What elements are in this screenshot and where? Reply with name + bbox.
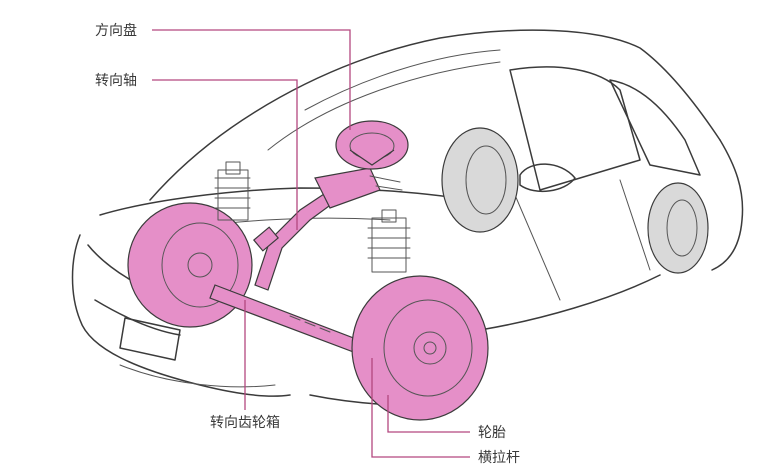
steering-system <box>127 120 489 421</box>
steering-wheel <box>335 120 409 170</box>
label-steering-shaft: 转向轴 <box>95 73 137 89</box>
leader-steering-wheel <box>152 29 351 130</box>
leader-tie-rod <box>371 358 470 458</box>
steering-column <box>314 167 403 209</box>
right-front-wheel <box>351 275 489 421</box>
label-steering-gearbox: 转向齿轮箱 <box>210 415 280 431</box>
leader-lines <box>152 29 470 458</box>
right-shock-absorber <box>367 209 411 273</box>
labels: 方向盘 转向轴 转向齿轮箱 轮胎 横拉杆 <box>95 22 520 466</box>
label-steering-wheel: 方向盘 <box>95 22 137 39</box>
rear-tire <box>441 127 709 274</box>
leader-steering-shaft <box>152 79 298 230</box>
leader-tire <box>387 395 470 433</box>
label-tire: 轮胎 <box>478 425 506 441</box>
left-front-wheel <box>127 202 253 328</box>
left-shock-absorber <box>214 161 251 221</box>
steering-shaft <box>252 189 341 291</box>
label-tie-rod: 横拉杆 <box>478 450 520 466</box>
